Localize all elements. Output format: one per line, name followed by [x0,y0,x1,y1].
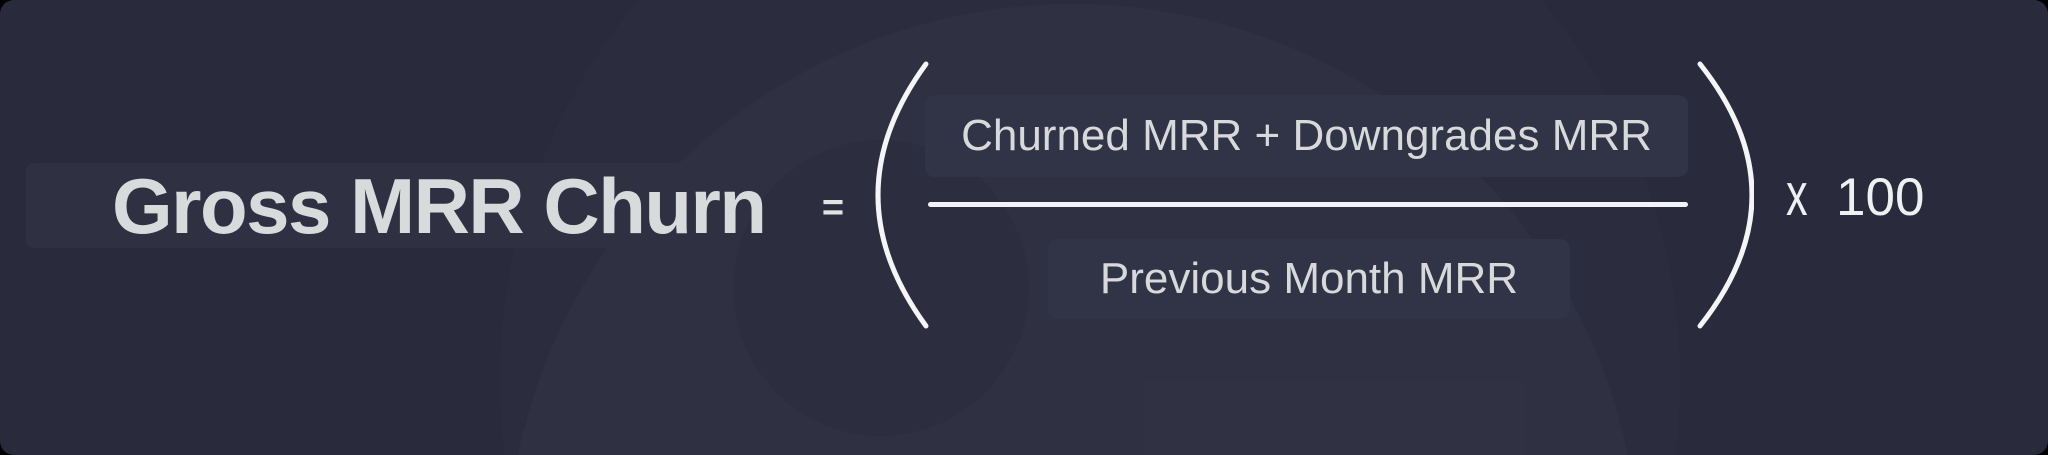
metric-title-panel: Gross MRR Churn [26,163,767,248]
multiplier-value: 100 [1836,168,1925,227]
denominator-panel: Previous Month MRR [1048,239,1570,319]
denominator-label: Previous Month MRR [1099,254,1519,303]
equals-sign: = [821,187,845,229]
fraction-bar [928,202,1688,207]
metric-title: Gross MRR Churn [112,161,767,250]
close-parenthesis [1697,61,1754,329]
numerator-label: Churned MRR + Downgrades MRR [961,111,1652,160]
numerator-panel: Churned MRR + Downgrades MRR [925,95,1688,177]
open-parenthesis [875,61,929,329]
multiply-sign: x [1786,161,1808,228]
multiplier-group: x 100 [1786,165,1924,225]
